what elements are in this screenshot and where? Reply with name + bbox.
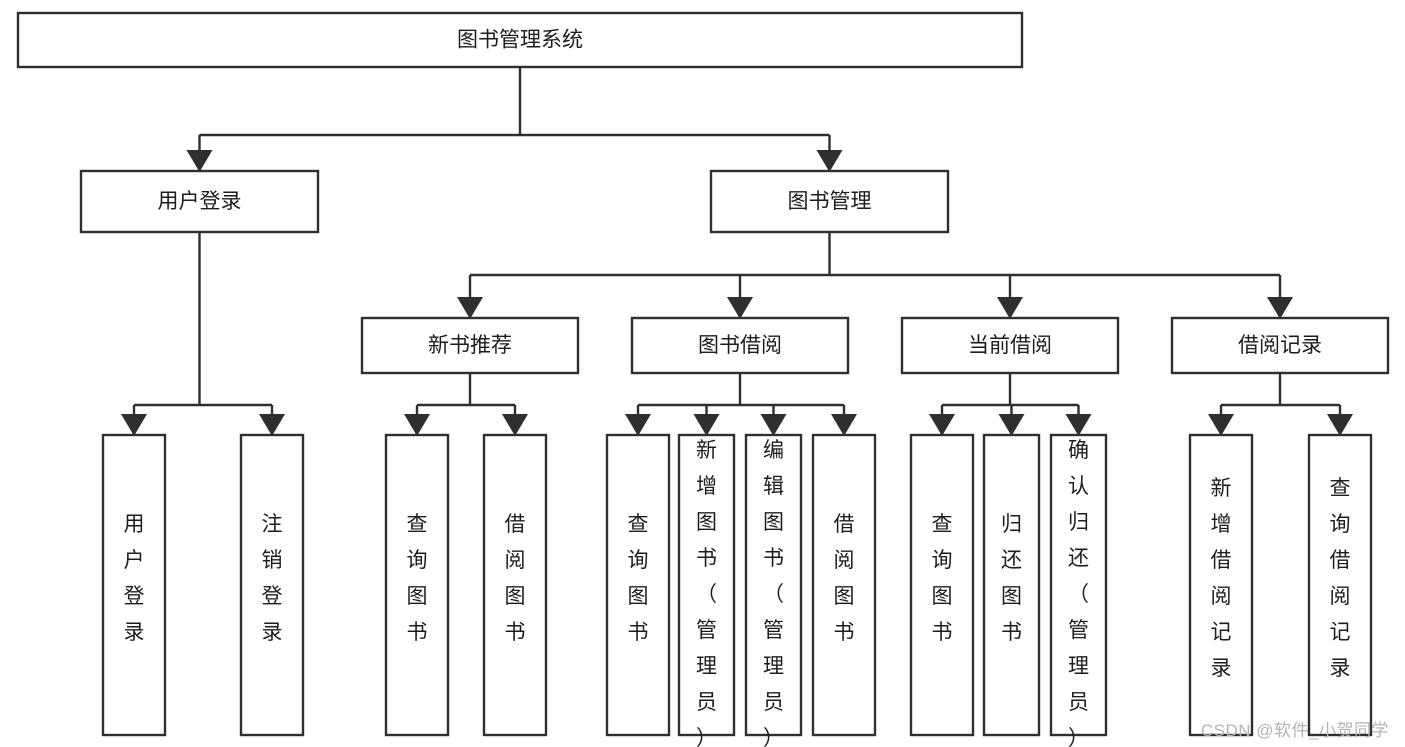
edge-group-borrow-record (1208, 373, 1353, 436)
node-label-user-login: 用户登录 (158, 190, 242, 213)
arrow-head-icon (625, 414, 651, 436)
node-leaf-borrow-book-recommend[interactable]: 借阅图书 (482, 433, 548, 737)
node-box-leaf-add-borrow-record (1188, 433, 1254, 737)
node-box-leaf-return-book (982, 433, 1041, 737)
node-borrow-record[interactable]: 借阅记录 (1170, 316, 1390, 375)
node-leaf-edit-book-admin[interactable]: 编辑图书（管理员） (744, 433, 803, 747)
node-leaf-query-book-recommend[interactable]: 查询图书 (384, 433, 450, 737)
node-box-borrow-record (1170, 316, 1390, 375)
edge-group-book-borrow (625, 373, 857, 436)
node-leaf-confirm-return-admin[interactable]: 确认归还（管理员） (1049, 433, 1108, 747)
arrow-head-icon (997, 297, 1023, 319)
node-label-leaf-add-borrow-record: 新增借阅记录 (1211, 477, 1232, 680)
node-box-leaf-query-book-recommend (384, 433, 450, 737)
edge-group-new-book-recommend (404, 373, 528, 436)
arrow-head-icon (831, 414, 857, 436)
node-label-leaf-query-borrow-record: 查询借阅记录 (1330, 477, 1351, 680)
node-box-leaf-add-book-admin (677, 433, 736, 737)
arrow-head-icon (816, 150, 843, 172)
arrow-head-icon (502, 414, 528, 436)
node-box-leaf-query-book-current (909, 433, 975, 737)
node-book-borrow[interactable]: 图书借阅 (630, 316, 850, 375)
node-label-leaf-user-logout: 注销登录 (262, 513, 283, 644)
node-box-root (16, 11, 1024, 69)
node-layer: 图书管理系统用户登录图书管理新书推荐图书借阅当前借阅借阅记录用户登录注销登录查询… (16, 11, 1390, 747)
arrow-head-icon (121, 414, 147, 436)
arrow-head-icon (929, 414, 955, 436)
connector-layer (121, 67, 1353, 436)
node-leaf-user-logout[interactable]: 注销登录 (239, 433, 305, 737)
node-label-book-borrow: 图书借阅 (698, 334, 782, 357)
arrow-head-icon (998, 414, 1025, 436)
node-label-leaf-query-book-borrow: 查询图书 (628, 513, 649, 644)
node-leaf-query-book-current[interactable]: 查询图书 (909, 433, 975, 737)
arrow-head-icon (1327, 414, 1353, 436)
node-leaf-borrow-book[interactable]: 借阅图书 (811, 433, 877, 737)
node-label-leaf-confirm-return-admin: 确认归还（管理员） (1068, 439, 1089, 747)
node-leaf-add-borrow-record[interactable]: 新增借阅记录 (1188, 433, 1254, 737)
node-box-current-borrow (900, 316, 1120, 375)
node-box-leaf-borrow-book-recommend (482, 433, 548, 737)
node-box-leaf-borrow-book (811, 433, 877, 737)
node-box-leaf-query-borrow-record (1307, 433, 1373, 737)
node-new-book-recommend[interactable]: 新书推荐 (360, 316, 580, 375)
node-label-leaf-return-book: 归还图书 (1001, 513, 1022, 644)
node-root[interactable]: 图书管理系统 (16, 11, 1024, 69)
node-book-management[interactable]: 图书管理 (709, 169, 950, 234)
edge-group-root (186, 67, 843, 172)
node-label-leaf-user-login: 用户登录 (124, 513, 145, 644)
node-label-borrow-record: 借阅记录 (1238, 334, 1322, 357)
node-label-leaf-borrow-book: 借阅图书 (834, 513, 855, 644)
node-label-current-borrow: 当前借阅 (968, 334, 1052, 357)
node-box-book-management (709, 169, 950, 234)
node-label-leaf-borrow-book-recommend: 借阅图书 (505, 513, 526, 644)
arrow-head-icon (1208, 414, 1234, 436)
arrow-head-icon (186, 150, 213, 172)
node-box-leaf-user-logout (239, 433, 305, 737)
node-leaf-return-book[interactable]: 归还图书 (982, 433, 1041, 737)
arrow-head-icon (1065, 414, 1092, 436)
node-box-leaf-query-book-borrow (605, 433, 671, 737)
edge-group-user-login (121, 232, 285, 436)
node-current-borrow[interactable]: 当前借阅 (900, 316, 1120, 375)
node-leaf-add-book-admin[interactable]: 新增图书（管理员） (677, 433, 736, 747)
arrow-head-icon (760, 414, 787, 436)
node-leaf-query-borrow-record[interactable]: 查询借阅记录 (1307, 433, 1373, 737)
node-label-leaf-query-book-recommend: 查询图书 (407, 513, 428, 644)
node-box-book-borrow (630, 316, 850, 375)
arrow-head-icon (404, 414, 430, 436)
node-leaf-user-login[interactable]: 用户登录 (101, 433, 167, 737)
arrow-head-icon (693, 414, 720, 436)
edge-group-current-borrow (929, 373, 1092, 436)
node-label-book-management: 图书管理 (788, 190, 872, 213)
node-label-leaf-edit-book-admin: 编辑图书（管理员） (763, 439, 784, 747)
csdn-watermark: CSDN @软件_小贺同学 (1200, 721, 1389, 740)
node-label-root: 图书管理系统 (457, 29, 583, 52)
arrow-head-icon (727, 297, 753, 319)
node-box-leaf-user-login (101, 433, 167, 737)
node-label-new-book-recommend: 新书推荐 (428, 334, 512, 357)
node-box-new-book-recommend (360, 316, 580, 375)
arrow-head-icon (1267, 297, 1293, 319)
node-leaf-query-book-borrow[interactable]: 查询图书 (605, 433, 671, 737)
arrow-head-icon (259, 414, 285, 436)
node-box-leaf-edit-book-admin (744, 433, 803, 737)
node-user-login[interactable]: 用户登录 (79, 169, 320, 234)
node-label-leaf-add-book-admin: 新增图书（管理员） (696, 439, 717, 747)
node-label-leaf-query-book-current: 查询图书 (932, 513, 953, 644)
node-box-user-login (79, 169, 320, 234)
arrow-head-icon (457, 297, 483, 319)
node-box-leaf-confirm-return-admin (1049, 433, 1108, 737)
edge-group-book-management (457, 232, 1293, 319)
